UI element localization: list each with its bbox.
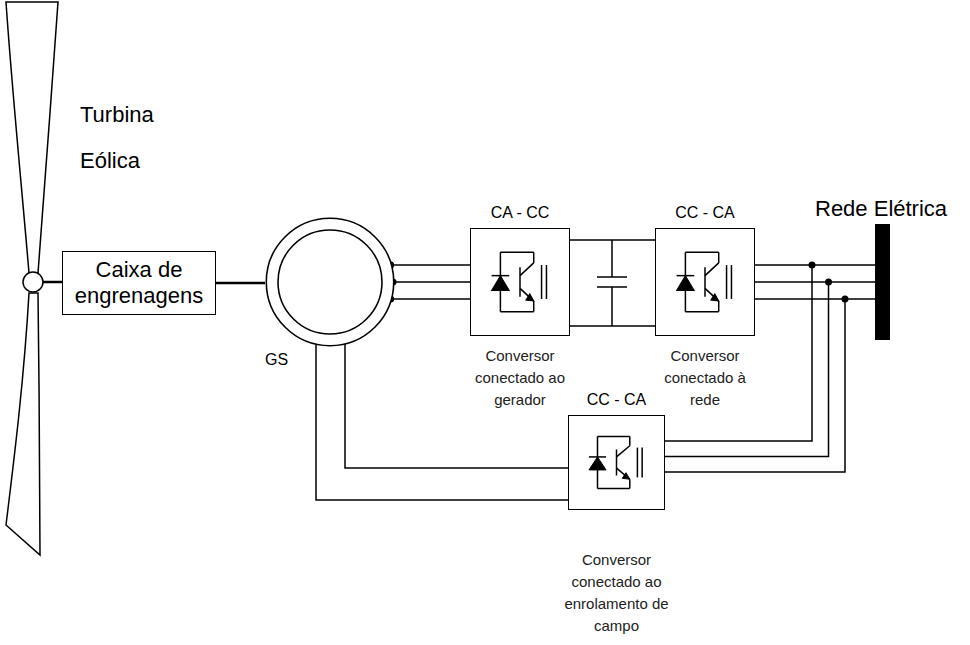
wire [216,282,265,285]
node-text: GS [265,351,288,368]
turbine-hub [23,272,43,292]
connector [755,265,875,299]
igbt-arrow [526,294,534,301]
node-text: Caixa de engrenagens [67,257,211,309]
wire [570,239,655,241]
connector [216,283,265,284]
igbt-gate [641,448,643,478]
igbt-symbol [656,229,754,335]
diode-symbol [589,457,606,470]
dc-link-capacitor [597,240,627,326]
converter-caption: Conversor conectado ao gerador [468,345,572,411]
converter-box: CC - CAConversor conectado à rede [655,228,755,336]
diode-symbol [677,276,695,291]
junction-dot [842,296,849,303]
converter-box: CA - CCConversor conectado ao gerador [470,228,570,336]
connector [570,240,655,326]
igbt-arrow [622,473,630,480]
wire [570,325,655,327]
igbt-base [704,267,706,297]
wire [391,298,470,300]
generator-symbol [265,217,395,347]
symbol-line [500,311,533,313]
diode-bar [589,456,606,458]
wire [393,281,470,283]
symbol-line [685,252,718,254]
diode-bar [677,275,695,277]
generator-circle: GS [265,217,395,347]
symbol-line [718,301,720,312]
igbt-gate [546,265,548,299]
converter-box: CC - CAConversor conectado ao enrolament… [568,415,665,510]
grid-label: Rede Elétrica [815,196,947,222]
junction-dot [809,262,816,269]
wire [755,281,875,283]
symbol-line [629,479,631,488]
symbol-line [705,263,719,276]
generator-inner-ring [278,230,382,334]
converter-type: CC - CA [587,391,647,409]
grid-bus-bar: Rede Elétrica [875,224,890,340]
converter-type: CA - CC [491,204,550,222]
symbol-line [500,252,533,254]
connector [387,262,470,303]
symbol-line [520,263,534,276]
diode-bar [492,275,510,277]
symbol-line [533,252,535,263]
symbol-line [629,436,631,445]
wire [391,264,470,266]
turbine-shaft [43,281,62,284]
symbol-line [685,311,718,313]
wind-turbine [6,2,58,555]
igbt-base [616,449,618,475]
igbt-gate [637,448,639,478]
converter-type: CC - CA [675,204,735,222]
junction-dot [825,279,832,286]
turbine-label: Turbina Eólica [80,92,170,184]
symbol-line [617,446,630,457]
diode-symbol [492,276,510,291]
igbt-gate [541,265,543,299]
symbol-line [617,468,630,479]
gearbox-box: Caixa de engrenagens [62,251,216,315]
igbt-symbol [471,229,569,335]
symbol-line [598,488,630,490]
wire [755,298,875,300]
converter-caption: Conversor conectado à rede [653,345,757,411]
symbol-line [718,252,720,263]
symbol-line [598,436,630,438]
symbol-line [533,301,535,312]
igbt-symbol [569,416,664,509]
generator-outer-ring [266,218,393,345]
turbine-blade [6,293,40,555]
symbol-line [705,288,719,301]
converter-caption: Conversor conectado ao enrolamento de ca… [561,549,673,637]
igbt-arrow [711,294,719,301]
symbol-line [520,288,534,301]
turbine-blade [6,2,58,273]
igbt-gate [731,265,733,299]
igbt-base [519,267,521,297]
igbt-gate [726,265,728,299]
